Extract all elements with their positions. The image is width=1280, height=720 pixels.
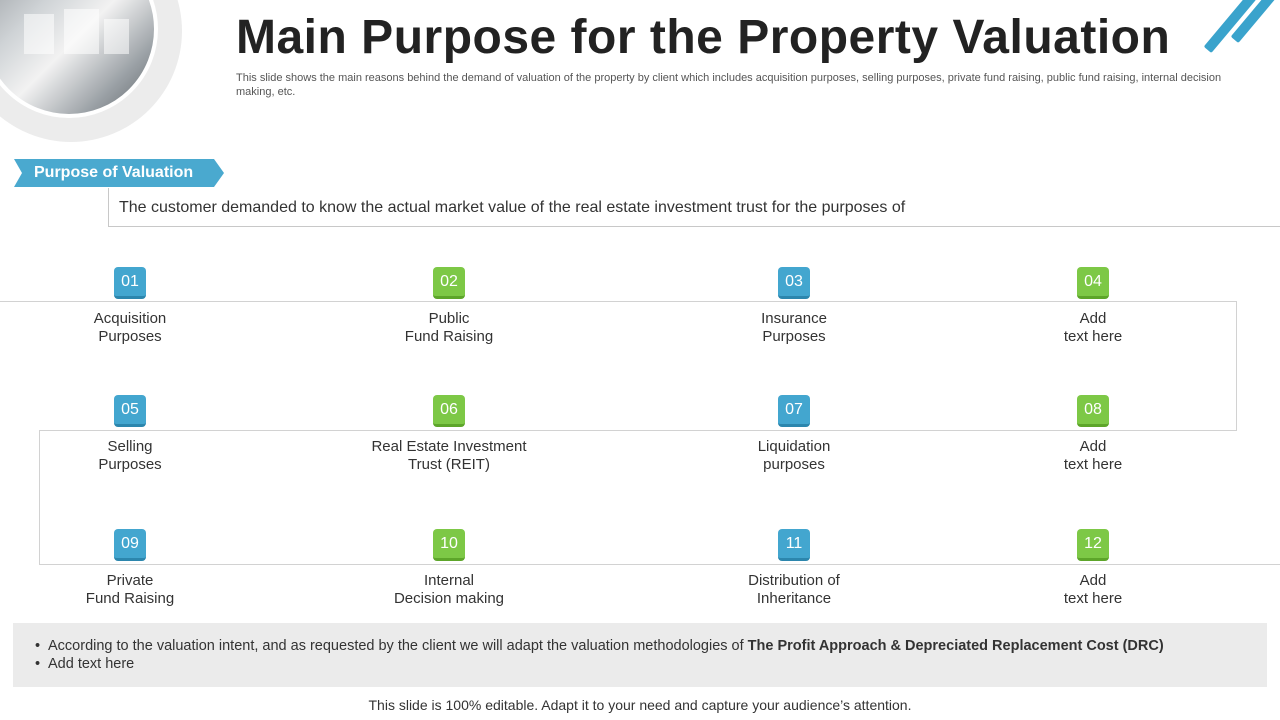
purpose-tag: Purpose of Valuation (14, 159, 224, 187)
item-label-line1: Internal (423, 572, 475, 589)
note-item: According to the valuation intent, and a… (35, 637, 1164, 655)
notes-box: According to the valuation intent, and a… (13, 623, 1267, 687)
flow-line (39, 430, 1237, 431)
purpose-text: The customer demanded to know the actual… (119, 199, 906, 216)
item-label-line1: Public (428, 310, 470, 327)
flow-line (39, 564, 1280, 565)
item-label-line2: Purposes (762, 328, 826, 345)
item-label-line1: Add (1079, 438, 1107, 455)
item-label-line2: Fund Raising (404, 328, 494, 345)
item-number-badge: 03 (778, 267, 810, 299)
item-label-line1: Liquidation (757, 438, 831, 455)
purpose-box (108, 188, 1280, 227)
item-label-line1: Add (1079, 310, 1107, 327)
interior-photo (0, 0, 158, 118)
item-label-line1: Insurance (761, 310, 827, 327)
item-number-badge: 07 (778, 395, 810, 427)
item-number-badge: 09 (114, 529, 146, 561)
item-label-line2: Purposes (98, 456, 162, 473)
item-label-line2: Decision making (393, 590, 505, 607)
item-number-badge: 06 (433, 395, 465, 427)
item-label-line1: Acquisition (93, 310, 167, 327)
item-number-badge: 11 (778, 529, 810, 561)
item-label-line1: Distribution of (748, 572, 840, 589)
flow-line (0, 301, 1237, 302)
note-item: Add text here (35, 655, 1164, 673)
item-label-line1: Selling (107, 438, 153, 455)
item-label-line2: Inheritance (756, 590, 832, 607)
flow-line (1236, 301, 1237, 430)
item-label-line1: Add (1079, 572, 1107, 589)
item-number-badge: 05 (114, 395, 146, 427)
item-label-line2: text here (1063, 328, 1123, 345)
item-number-badge: 10 (433, 529, 465, 561)
item-label-line2: Trust (REIT) (408, 456, 490, 473)
item-label-line1: Real Estate Investment (371, 438, 527, 455)
item-label-line2: text here (1063, 456, 1123, 473)
item-label-line2: Purposes (98, 328, 162, 345)
slide-title: Main Purpose for the Property Valuation (236, 11, 1171, 64)
item-number-badge: 08 (1077, 395, 1109, 427)
item-number-badge: 12 (1077, 529, 1109, 561)
item-label-line2: purposes (763, 456, 825, 473)
item-label-line1: Private (106, 572, 154, 589)
item-label-line2: Fund Raising (85, 590, 175, 607)
note-bold: The Profit Approach & Depreciated Replac… (747, 638, 1164, 654)
item-number-badge: 04 (1077, 267, 1109, 299)
item-number-badge: 01 (114, 267, 146, 299)
item-label-line2: text here (1063, 590, 1123, 607)
footer-text: This slide is 100% editable. Adapt it to… (368, 697, 912, 713)
slide-subtitle: This slide shows the main reasons behind… (236, 72, 1222, 98)
item-number-badge: 02 (433, 267, 465, 299)
flow-line (39, 430, 40, 564)
